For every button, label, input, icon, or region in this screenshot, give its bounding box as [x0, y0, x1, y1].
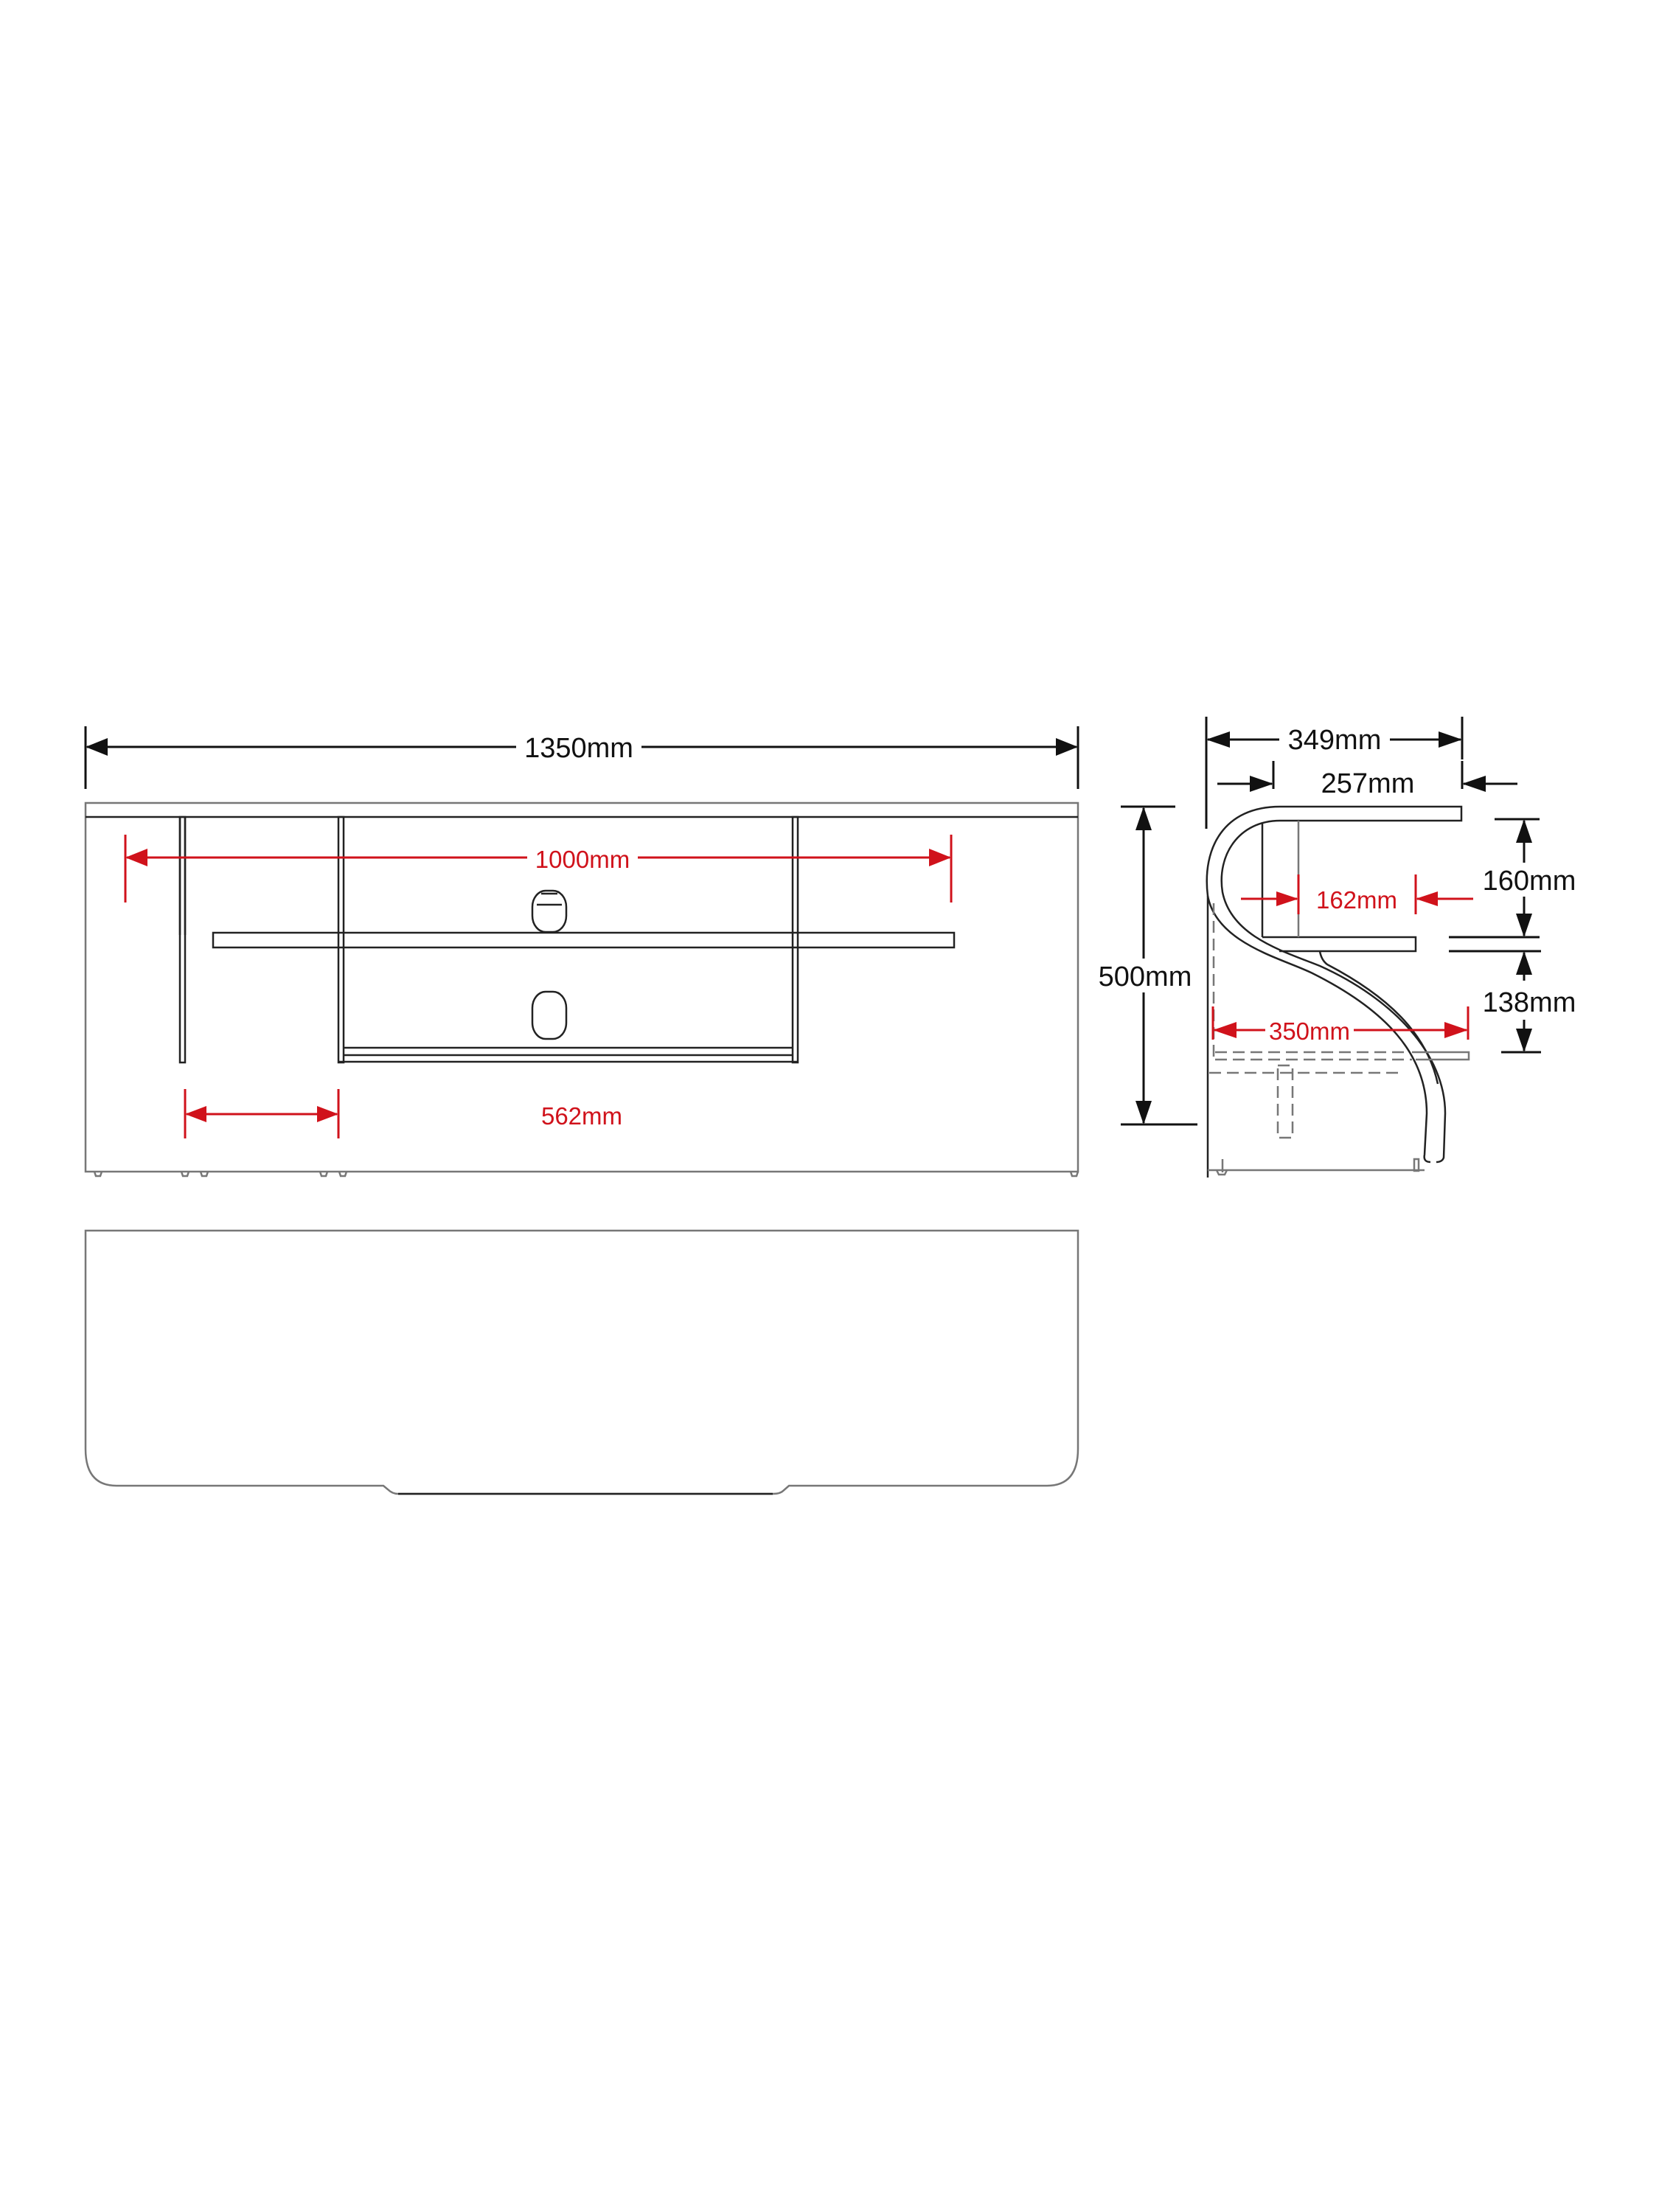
middle-shelf-depth-label: 162mm — [1316, 886, 1397, 914]
overall-height-label: 500mm — [1099, 961, 1192, 992]
arrow-up-icon — [1516, 819, 1532, 843]
front-view: 1350mm — [84, 726, 1079, 1178]
dimension-lower-gap: 138mm — [1449, 950, 1576, 1054]
center-left-post — [337, 815, 345, 1064]
dimension-top-shelf-depth: 257mm — [1217, 761, 1517, 799]
dimension-bottom-shelf-depth: 350mm — [1211, 1006, 1470, 1045]
top-view-outline — [84, 1229, 1079, 1495]
upper-gap-label: 160mm — [1483, 866, 1576, 897]
arrow-up-icon — [1516, 951, 1532, 975]
cable-hole-upper — [531, 889, 568, 933]
arrow-right-icon — [929, 849, 951, 866]
arrow-left-icon — [1416, 891, 1438, 906]
dimension-overall-height: 500mm — [1091, 805, 1199, 1126]
arrow-left-icon — [1462, 776, 1486, 792]
bottom-shelf-depth-label: 350mm — [1269, 1018, 1350, 1045]
arrow-left-icon — [1213, 1022, 1237, 1038]
arrow-right-icon — [1250, 776, 1273, 792]
arrow-down-icon — [1516, 1029, 1532, 1052]
dimension-middle-shelf-depth: 162mm — [1241, 874, 1473, 914]
arrow-down-icon — [1135, 1101, 1152, 1124]
front-feet — [93, 1171, 1079, 1178]
side-view: 349mm 257mm 500mm — [1091, 717, 1576, 1178]
arrow-up-icon — [1135, 807, 1152, 830]
arrow-left-icon — [1206, 731, 1230, 748]
arrow-left-icon — [125, 849, 147, 866]
dimension-shelf-width: 1000mm — [124, 835, 953, 902]
lower-gap-label: 138mm — [1483, 987, 1576, 1018]
top-view — [84, 1229, 1079, 1495]
front-body-outline — [84, 801, 1079, 1173]
cable-hole-lower — [531, 990, 568, 1040]
arrow-right-icon — [1056, 738, 1078, 756]
arrow-left-icon — [185, 1106, 206, 1122]
dimension-overall-depth: 349mm — [1205, 717, 1464, 829]
arrow-left-icon — [86, 738, 108, 756]
center-right-post — [791, 815, 799, 1064]
dimension-overall-width: 1350mm — [84, 726, 1079, 789]
overall-depth-label: 349mm — [1288, 725, 1382, 756]
side-profile — [1206, 805, 1470, 1178]
left-post — [178, 815, 187, 1064]
overall-width-label: 1350mm — [524, 733, 633, 764]
frame-width-label: 562mm — [541, 1102, 622, 1130]
arrow-right-icon — [1439, 731, 1462, 748]
dimension-upper-gap: 160mm — [1449, 818, 1576, 939]
shelf-width-label: 1000mm — [535, 846, 630, 873]
arrow-right-icon — [1276, 891, 1298, 906]
top-shelf-depth-label: 257mm — [1321, 768, 1415, 799]
middle-shelf — [212, 931, 956, 949]
arrow-down-icon — [1516, 914, 1532, 937]
arrow-right-icon — [1444, 1022, 1468, 1038]
arrow-right-icon — [317, 1106, 338, 1122]
dimension-frame-width: 562mm — [184, 1089, 629, 1138]
